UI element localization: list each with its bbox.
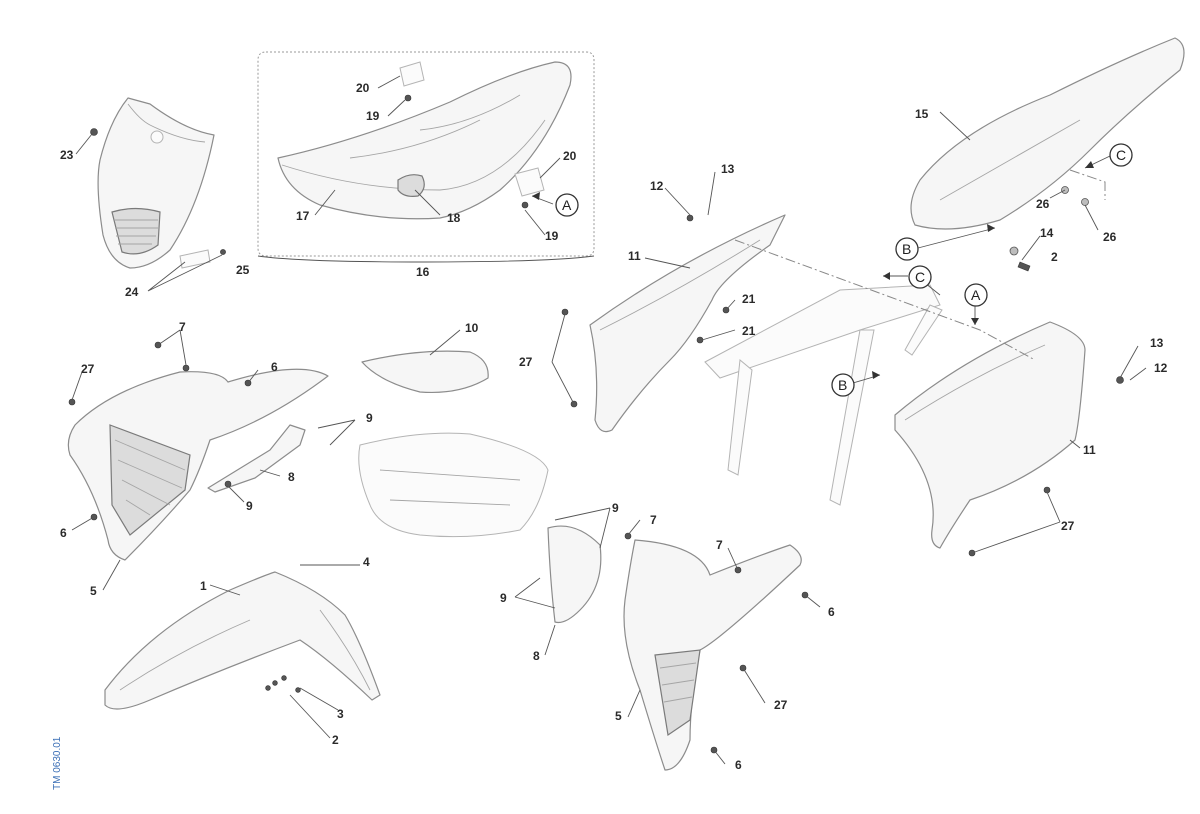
callout-27: 27 bbox=[774, 698, 788, 712]
leader-lines bbox=[71, 75, 1147, 765]
callout-12: 12 bbox=[1154, 361, 1168, 375]
callout-3: 3 bbox=[337, 707, 344, 721]
ref-mark-b-frame: B bbox=[831, 373, 855, 397]
callout-10: 10 bbox=[465, 321, 479, 335]
callout-2: 2 bbox=[1051, 250, 1058, 264]
callout-9: 9 bbox=[366, 411, 373, 425]
ref-mark-b-fender: B bbox=[895, 237, 919, 261]
callout-7: 7 bbox=[650, 513, 657, 527]
callout-9: 9 bbox=[612, 501, 619, 515]
callout-5: 5 bbox=[615, 709, 622, 723]
callout-21: 21 bbox=[742, 324, 756, 338]
fasteners bbox=[68, 128, 1124, 754]
callout-17: 17 bbox=[296, 209, 310, 223]
side-cover-left bbox=[589, 214, 786, 433]
ref-mark-c-frame: C bbox=[908, 265, 932, 289]
callout-6: 6 bbox=[60, 526, 67, 540]
callout-13: 13 bbox=[1150, 336, 1164, 350]
assembly-lines bbox=[734, 169, 1106, 361]
radiator-spoiler-right bbox=[623, 539, 802, 771]
callout-27: 27 bbox=[1061, 519, 1075, 533]
side-cover-right bbox=[894, 321, 1086, 549]
callout-13: 13 bbox=[721, 162, 735, 176]
callout-6: 6 bbox=[735, 758, 742, 772]
callout-8: 8 bbox=[533, 649, 540, 663]
callout-19: 19 bbox=[545, 229, 559, 243]
callout-18: 18 bbox=[447, 211, 461, 225]
radiator-spoiler-left bbox=[67, 368, 329, 561]
reference-arrows bbox=[531, 155, 1111, 384]
ref-label-c: C bbox=[1116, 147, 1126, 163]
reference-letters: A C B C A B bbox=[555, 143, 1133, 397]
subframe-part bbox=[704, 284, 943, 506]
document-code: TM 0630.01 bbox=[52, 736, 63, 790]
callout-6: 6 bbox=[271, 360, 278, 374]
callout-11: 11 bbox=[628, 249, 641, 263]
ref-label-b: B bbox=[838, 377, 847, 393]
callout-15: 15 bbox=[915, 107, 929, 121]
callout-6: 6 bbox=[828, 605, 835, 619]
callout-8: 8 bbox=[288, 470, 295, 484]
callout-16: 16 bbox=[416, 265, 430, 279]
callout-numbers: 23 24 25 20 19 17 18 20 19 16 12 13 11 2… bbox=[60, 81, 1168, 772]
callout-19: 19 bbox=[366, 109, 380, 123]
ref-label-a: A bbox=[971, 287, 981, 303]
callout-5: 5 bbox=[90, 584, 97, 598]
callout-23: 24 bbox=[125, 285, 139, 299]
callout-14: 14 bbox=[1040, 226, 1054, 240]
callout-2: 2 bbox=[332, 733, 339, 747]
callout-24: 25 bbox=[236, 263, 250, 277]
callout-22: 23 bbox=[60, 148, 74, 162]
ref-label-c: C bbox=[915, 269, 925, 285]
callout-12: 12 bbox=[650, 179, 664, 193]
callout-7: 7 bbox=[716, 538, 723, 552]
callout-25: 26 bbox=[1036, 197, 1050, 211]
callout-20: 20 bbox=[563, 149, 577, 163]
seat-group bbox=[257, 51, 595, 263]
callout-21: 21 bbox=[742, 292, 756, 306]
fuel-tank-parts bbox=[358, 350, 549, 538]
ref-mark-c-fender: C bbox=[1109, 143, 1133, 167]
callout-26: 26 bbox=[1103, 230, 1117, 244]
ref-mark-a-seat: A bbox=[555, 193, 579, 217]
callout-1: 1 bbox=[200, 579, 207, 593]
callout-20: 20 bbox=[356, 81, 370, 95]
ref-label-a: A bbox=[562, 197, 572, 213]
front-fender-part bbox=[104, 571, 381, 710]
headlight-mask-part bbox=[97, 97, 215, 269]
callout-11: 11 bbox=[1083, 443, 1096, 457]
callout-9: 9 bbox=[500, 591, 507, 605]
callout-9: 9 bbox=[246, 499, 253, 513]
callout-7: 7 bbox=[179, 320, 186, 334]
callout-4: 4 bbox=[363, 555, 370, 569]
ref-label-b: B bbox=[902, 241, 911, 257]
callout-27: 27 bbox=[519, 355, 533, 369]
ref-mark-a-frame: A bbox=[964, 283, 988, 307]
callout-27: 27 bbox=[81, 362, 95, 376]
fork-protector-parts bbox=[207, 424, 602, 624]
